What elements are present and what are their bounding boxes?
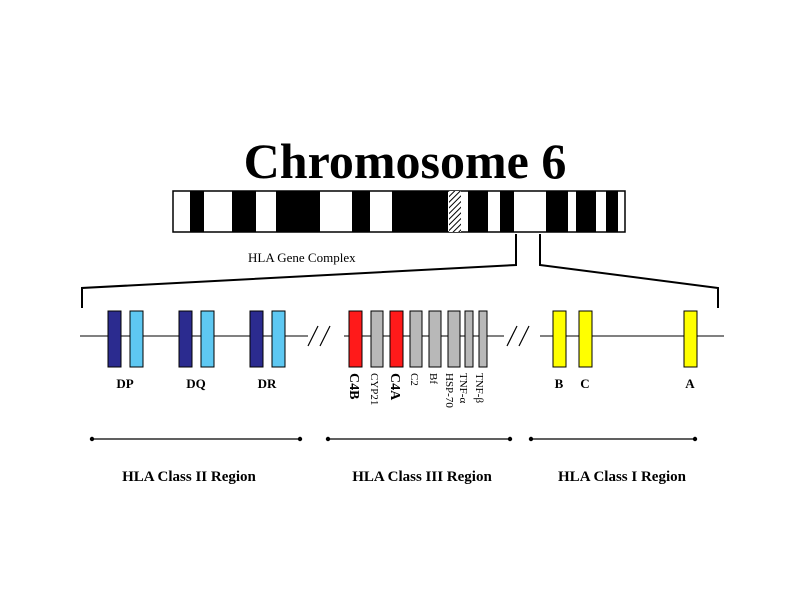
chromosome-band <box>352 191 370 232</box>
gene-label-bf: Bf <box>427 373 439 384</box>
chromosome-band <box>232 191 256 232</box>
gene-label-cyp21: CYP21 <box>368 373 380 405</box>
gene-dr-block <box>271 310 286 368</box>
gene-c4b-block <box>348 310 363 368</box>
gene-label-c: C <box>580 376 589 391</box>
gene-c2-block <box>409 310 423 368</box>
gene-dr-block <box>249 310 264 368</box>
region-extent-class1 <box>528 436 698 442</box>
zoom-line-right <box>539 234 719 308</box>
gene-a-block <box>683 310 698 368</box>
chromosome-band <box>276 191 320 232</box>
chromosome-band <box>468 191 488 232</box>
gene-dq-block <box>200 310 215 368</box>
gene-dp-block <box>107 310 122 368</box>
region-label-class1: HLA Class I Region <box>558 469 687 485</box>
chromosome-ideogram <box>172 190 626 233</box>
gene-label-dr: DR <box>258 376 277 391</box>
chromosome-title: Chromosome 6 <box>244 133 567 189</box>
gene-tnfa-block <box>464 310 474 368</box>
gene-label-c2: C2 <box>408 373 420 386</box>
break-mark <box>307 325 344 347</box>
chromosome-band <box>606 191 618 232</box>
gene-label-tnfa: TNF-α <box>457 373 469 403</box>
gene-label-tnfb: TNF-β <box>473 373 485 403</box>
gene-label-dp: DP <box>116 376 133 391</box>
gene-c-block <box>578 310 593 368</box>
break-mark <box>504 325 540 347</box>
chromosome-centromere <box>449 191 461 232</box>
chromosome-band <box>546 191 568 232</box>
chromosome-band <box>500 191 514 232</box>
region-label-class2: HLA Class II Region <box>122 469 256 485</box>
gene-label-b: B <box>555 376 564 391</box>
region-extent-class3 <box>325 436 513 442</box>
gene-b-block <box>552 310 567 368</box>
hla-complex-label: HLA Gene Complex <box>248 250 356 265</box>
region-label-class3: HLA Class III Region <box>352 469 492 485</box>
chromosome-band <box>576 191 596 232</box>
gene-bf-block <box>428 310 442 368</box>
gene-hsp70-block <box>447 310 461 368</box>
gene-label-hsp70: HSP-70 <box>443 373 455 408</box>
gene-label-a: A <box>685 376 695 391</box>
gene-label-c4a: C4A <box>387 373 402 401</box>
gene-dq-block <box>178 310 193 368</box>
gene-cyp21-block <box>370 310 384 368</box>
region-extent-class2 <box>89 436 303 442</box>
chromosome-band <box>392 191 448 232</box>
gene-label-c4b: C4B <box>346 373 361 399</box>
chromosome-band <box>190 191 204 232</box>
gene-dp-block <box>129 310 144 368</box>
gene-tnfb-block <box>478 310 488 368</box>
zoom-line-left <box>81 234 517 308</box>
gene-c4a-block <box>389 310 404 368</box>
gene-label-dq: DQ <box>186 376 206 391</box>
